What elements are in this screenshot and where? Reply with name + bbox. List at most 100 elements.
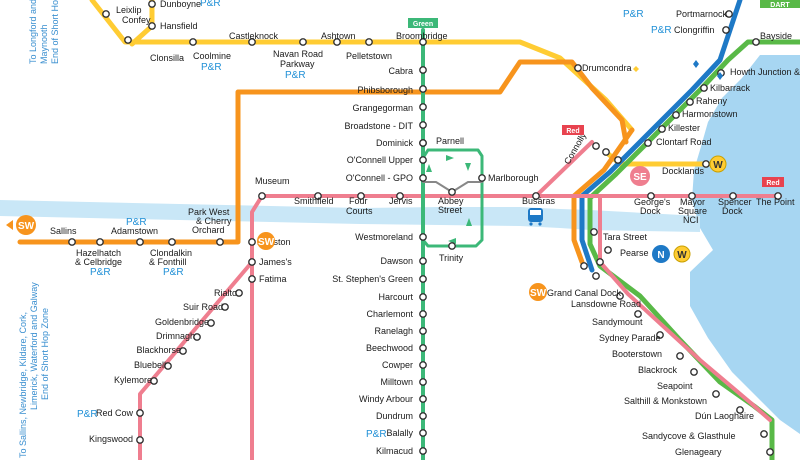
- station-blackrock[interactable]: Blackrock: [638, 365, 678, 375]
- station-dot-dundrum[interactable]: [419, 412, 427, 420]
- station-dot-castleknock[interactable]: [248, 38, 256, 46]
- station-dot-hansfield[interactable]: [148, 22, 156, 30]
- station-sallins[interactable]: Sallins: [50, 226, 77, 236]
- station-bayside[interactable]: Bayside: [760, 31, 792, 41]
- station-dot-goldenbridge[interactable]: [207, 319, 215, 327]
- station-dot-rialto[interactable]: [235, 289, 243, 297]
- station-salthill[interactable]: Salthill & Monkstown: [624, 396, 707, 406]
- station-oconnell-upper[interactable]: O'Connell Upper: [347, 155, 413, 165]
- station-dot-westmoreland[interactable]: [419, 233, 427, 241]
- station-grand-canal-dock[interactable]: Grand Canal Dock: [547, 288, 622, 298]
- station-dot-georges-dock[interactable]: [647, 192, 655, 200]
- station-dot-adamstown[interactable]: [136, 238, 144, 246]
- station-drumcondra[interactable]: Drumcondra: [582, 63, 632, 73]
- station-dot-salthill[interactable]: [712, 390, 720, 398]
- station-dot-kilbarrack[interactable]: [700, 84, 708, 92]
- station-clongriffin[interactable]: Clongriffin: [674, 25, 714, 35]
- station-dot-broadstone[interactable]: [419, 121, 427, 129]
- station-dot-grand-canal-dock[interactable]: [580, 262, 588, 270]
- station-broadstone[interactable]: Broadstone - DIT: [344, 121, 413, 131]
- station-howth-junction[interactable]: Howth Junction &: [730, 67, 800, 77]
- station-dot-leixlip[interactable]: [102, 10, 110, 18]
- station-dot-clondalkin[interactable]: [168, 238, 176, 246]
- station-dot-park-west[interactable]: [216, 238, 224, 246]
- station-dot-grangegorman[interactable]: [419, 103, 427, 111]
- station-drimnagh[interactable]: Drimnagh: [156, 331, 195, 341]
- station-kilbarrack[interactable]: Kilbarrack: [710, 83, 751, 93]
- station-dot-james[interactable]: [248, 258, 256, 266]
- station-adamstown[interactable]: Adamstown: [111, 226, 158, 236]
- station-dot-sydney-parade[interactable]: [634, 310, 642, 318]
- station-st-stephens-green[interactable]: St. Stephen's Green: [332, 274, 413, 284]
- station-ashtown[interactable]: Ashtown: [321, 31, 356, 41]
- station-dot-pearse-b[interactable]: [596, 258, 604, 266]
- station-dot-red-cow[interactable]: [136, 409, 144, 417]
- station-kingswood[interactable]: Kingswood: [89, 434, 133, 444]
- station-clondalkin[interactable]: Clondalkin: [150, 248, 192, 258]
- station-portmarnock[interactable]: Portmarnock: [676, 9, 728, 19]
- station-dot-windy-arbour[interactable]: [419, 395, 427, 403]
- station-jervis[interactable]: Jervis: [389, 196, 413, 206]
- station-trinity[interactable]: Trinity: [439, 253, 464, 263]
- station-dot-connolly-b[interactable]: [602, 148, 610, 156]
- station-dot-marlborough[interactable]: [478, 174, 486, 182]
- station-docklands[interactable]: Docklands: [662, 166, 705, 176]
- station-dot-kingswood[interactable]: [136, 436, 144, 444]
- station-dot-charlemont[interactable]: [419, 310, 427, 318]
- station-dot-connolly[interactable]: [592, 142, 600, 150]
- station-dot-blackrock[interactable]: [676, 352, 684, 360]
- station-dot-drimnagh[interactable]: [193, 333, 201, 341]
- station-cowper[interactable]: Cowper: [382, 360, 413, 370]
- station-dot-the-point[interactable]: [774, 192, 782, 200]
- station-dot-pelletstown[interactable]: [365, 38, 373, 46]
- station-hazelhatch[interactable]: Hazelhatch: [76, 248, 121, 258]
- station-raheny[interactable]: Raheny: [696, 96, 728, 106]
- station-dot-abbey-street[interactable]: [448, 188, 456, 196]
- station-dot-clontarf-road[interactable]: [644, 139, 652, 147]
- station-dot-clongriffin[interactable]: [722, 26, 730, 34]
- station-pelletstown[interactable]: Pelletstown: [346, 51, 392, 61]
- station-seapoint[interactable]: Seapoint: [657, 381, 693, 391]
- station-dot-parnell[interactable]: [419, 139, 427, 147]
- station-dot-broombridge[interactable]: [419, 38, 427, 46]
- station-dot-navan-road[interactable]: [299, 38, 307, 46]
- station-museum[interactable]: Museum: [255, 176, 290, 186]
- station-dot-dunboyne[interactable]: [148, 0, 156, 8]
- station-dot-sandycove[interactable]: [760, 430, 768, 438]
- station-grangegorman[interactable]: Grangegorman: [352, 103, 413, 113]
- station-dawson[interactable]: Dawson: [380, 256, 413, 266]
- station-dot-lansdowne-road[interactable]: [592, 272, 600, 280]
- station-lansdowne-road[interactable]: Lansdowne Road: [571, 299, 641, 309]
- station-dot-glenageary[interactable]: [766, 448, 774, 456]
- station-dot-balally[interactable]: [419, 429, 427, 437]
- station-balally[interactable]: Balally: [386, 428, 413, 438]
- station-abbey-street[interactable]: Abbey: [438, 196, 464, 206]
- station-dot-st-stephens-green[interactable]: [419, 275, 427, 283]
- station-dot-jervis[interactable]: [396, 192, 404, 200]
- station-georges-dock[interactable]: George's: [634, 197, 671, 207]
- station-dot-raheny[interactable]: [686, 98, 694, 106]
- station-dominick[interactable]: Dominick: [376, 138, 414, 148]
- station-dot-phibsborough[interactable]: [419, 85, 427, 93]
- station-dot-killester[interactable]: [658, 125, 666, 133]
- station-broombridge[interactable]: Broombridge: [396, 31, 448, 41]
- station-dot-trinity[interactable]: [448, 242, 456, 250]
- station-harmonstown[interactable]: Harmonstown: [682, 109, 738, 119]
- station-the-point[interactable]: The Point: [756, 197, 795, 207]
- station-marlborough[interactable]: Marlborough: [488, 173, 539, 183]
- station-westmoreland[interactable]: Westmoreland: [355, 232, 413, 242]
- station-sandycove[interactable]: Sandycove & Glasthule: [642, 431, 736, 441]
- station-dot-tara-street[interactable]: [590, 228, 598, 236]
- station-dot-dawson[interactable]: [419, 257, 427, 265]
- station-parnell[interactable]: Parnell: [436, 136, 464, 146]
- station-red-cow[interactable]: Red Cow: [96, 408, 134, 418]
- station-busaras[interactable]: Busáras: [522, 196, 556, 206]
- station-dot-busaras[interactable]: [532, 192, 540, 200]
- station-blackhorse[interactable]: Blackhorse: [136, 345, 181, 355]
- station-coolmine[interactable]: Coolmine: [193, 51, 231, 61]
- station-spencer-dock[interactable]: Spencer: [718, 197, 752, 207]
- station-dot-kylemore[interactable]: [150, 377, 158, 385]
- station-castleknock[interactable]: Castleknock: [229, 31, 279, 41]
- station-dot-bayside[interactable]: [752, 38, 760, 46]
- station-fatima[interactable]: Fatima: [259, 274, 287, 284]
